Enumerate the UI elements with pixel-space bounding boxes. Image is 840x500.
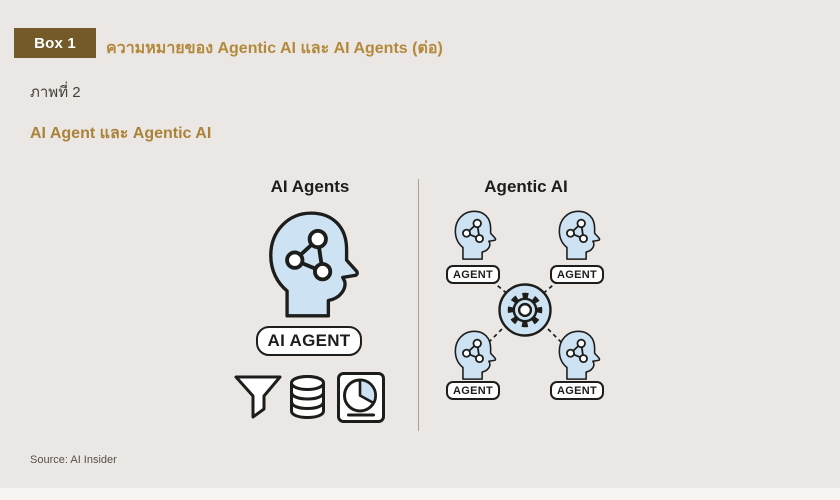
agent-label-box: AGENT (446, 265, 500, 284)
box-number-badge: Box 1 (14, 28, 96, 58)
agent-head-icon (454, 330, 497, 380)
agent-head-icon (558, 210, 601, 260)
brain-network-head-icon (268, 211, 360, 318)
agent-label-box: AGENT (550, 265, 604, 284)
box-number-label: Box 1 (34, 34, 76, 52)
agent-label: AGENT (557, 384, 597, 397)
pie-chart-report-icon (337, 372, 385, 423)
figure-number: ภาพที่ 2 (30, 84, 81, 101)
ai-agent-label-box: AI AGENT (256, 326, 362, 356)
agent-label: AGENT (557, 268, 597, 281)
funnel-icon (234, 375, 282, 419)
gear-icon (498, 283, 552, 337)
left-panel-heading: AI Agents (270, 177, 350, 196)
agent-label-box: AGENT (550, 381, 604, 400)
agent-label: AGENT (453, 268, 493, 281)
agent-head-icon (558, 330, 601, 380)
agent-head-icon (454, 210, 497, 260)
source-note: Source: AI Insider (30, 454, 117, 466)
box-title: ความหมายของ Agentic AI และ AI Agents (ต่… (106, 40, 443, 57)
page-footer-strip (0, 488, 840, 500)
ai-agent-label: AI AGENT (267, 331, 351, 350)
figure-title: AI Agent และ Agentic AI (30, 125, 212, 142)
agent-label-box: AGENT (446, 381, 500, 400)
right-panel-heading: Agentic AI (484, 177, 568, 196)
agent-label: AGENT (453, 384, 493, 397)
database-icon (290, 374, 325, 420)
panel-divider (418, 179, 420, 431)
